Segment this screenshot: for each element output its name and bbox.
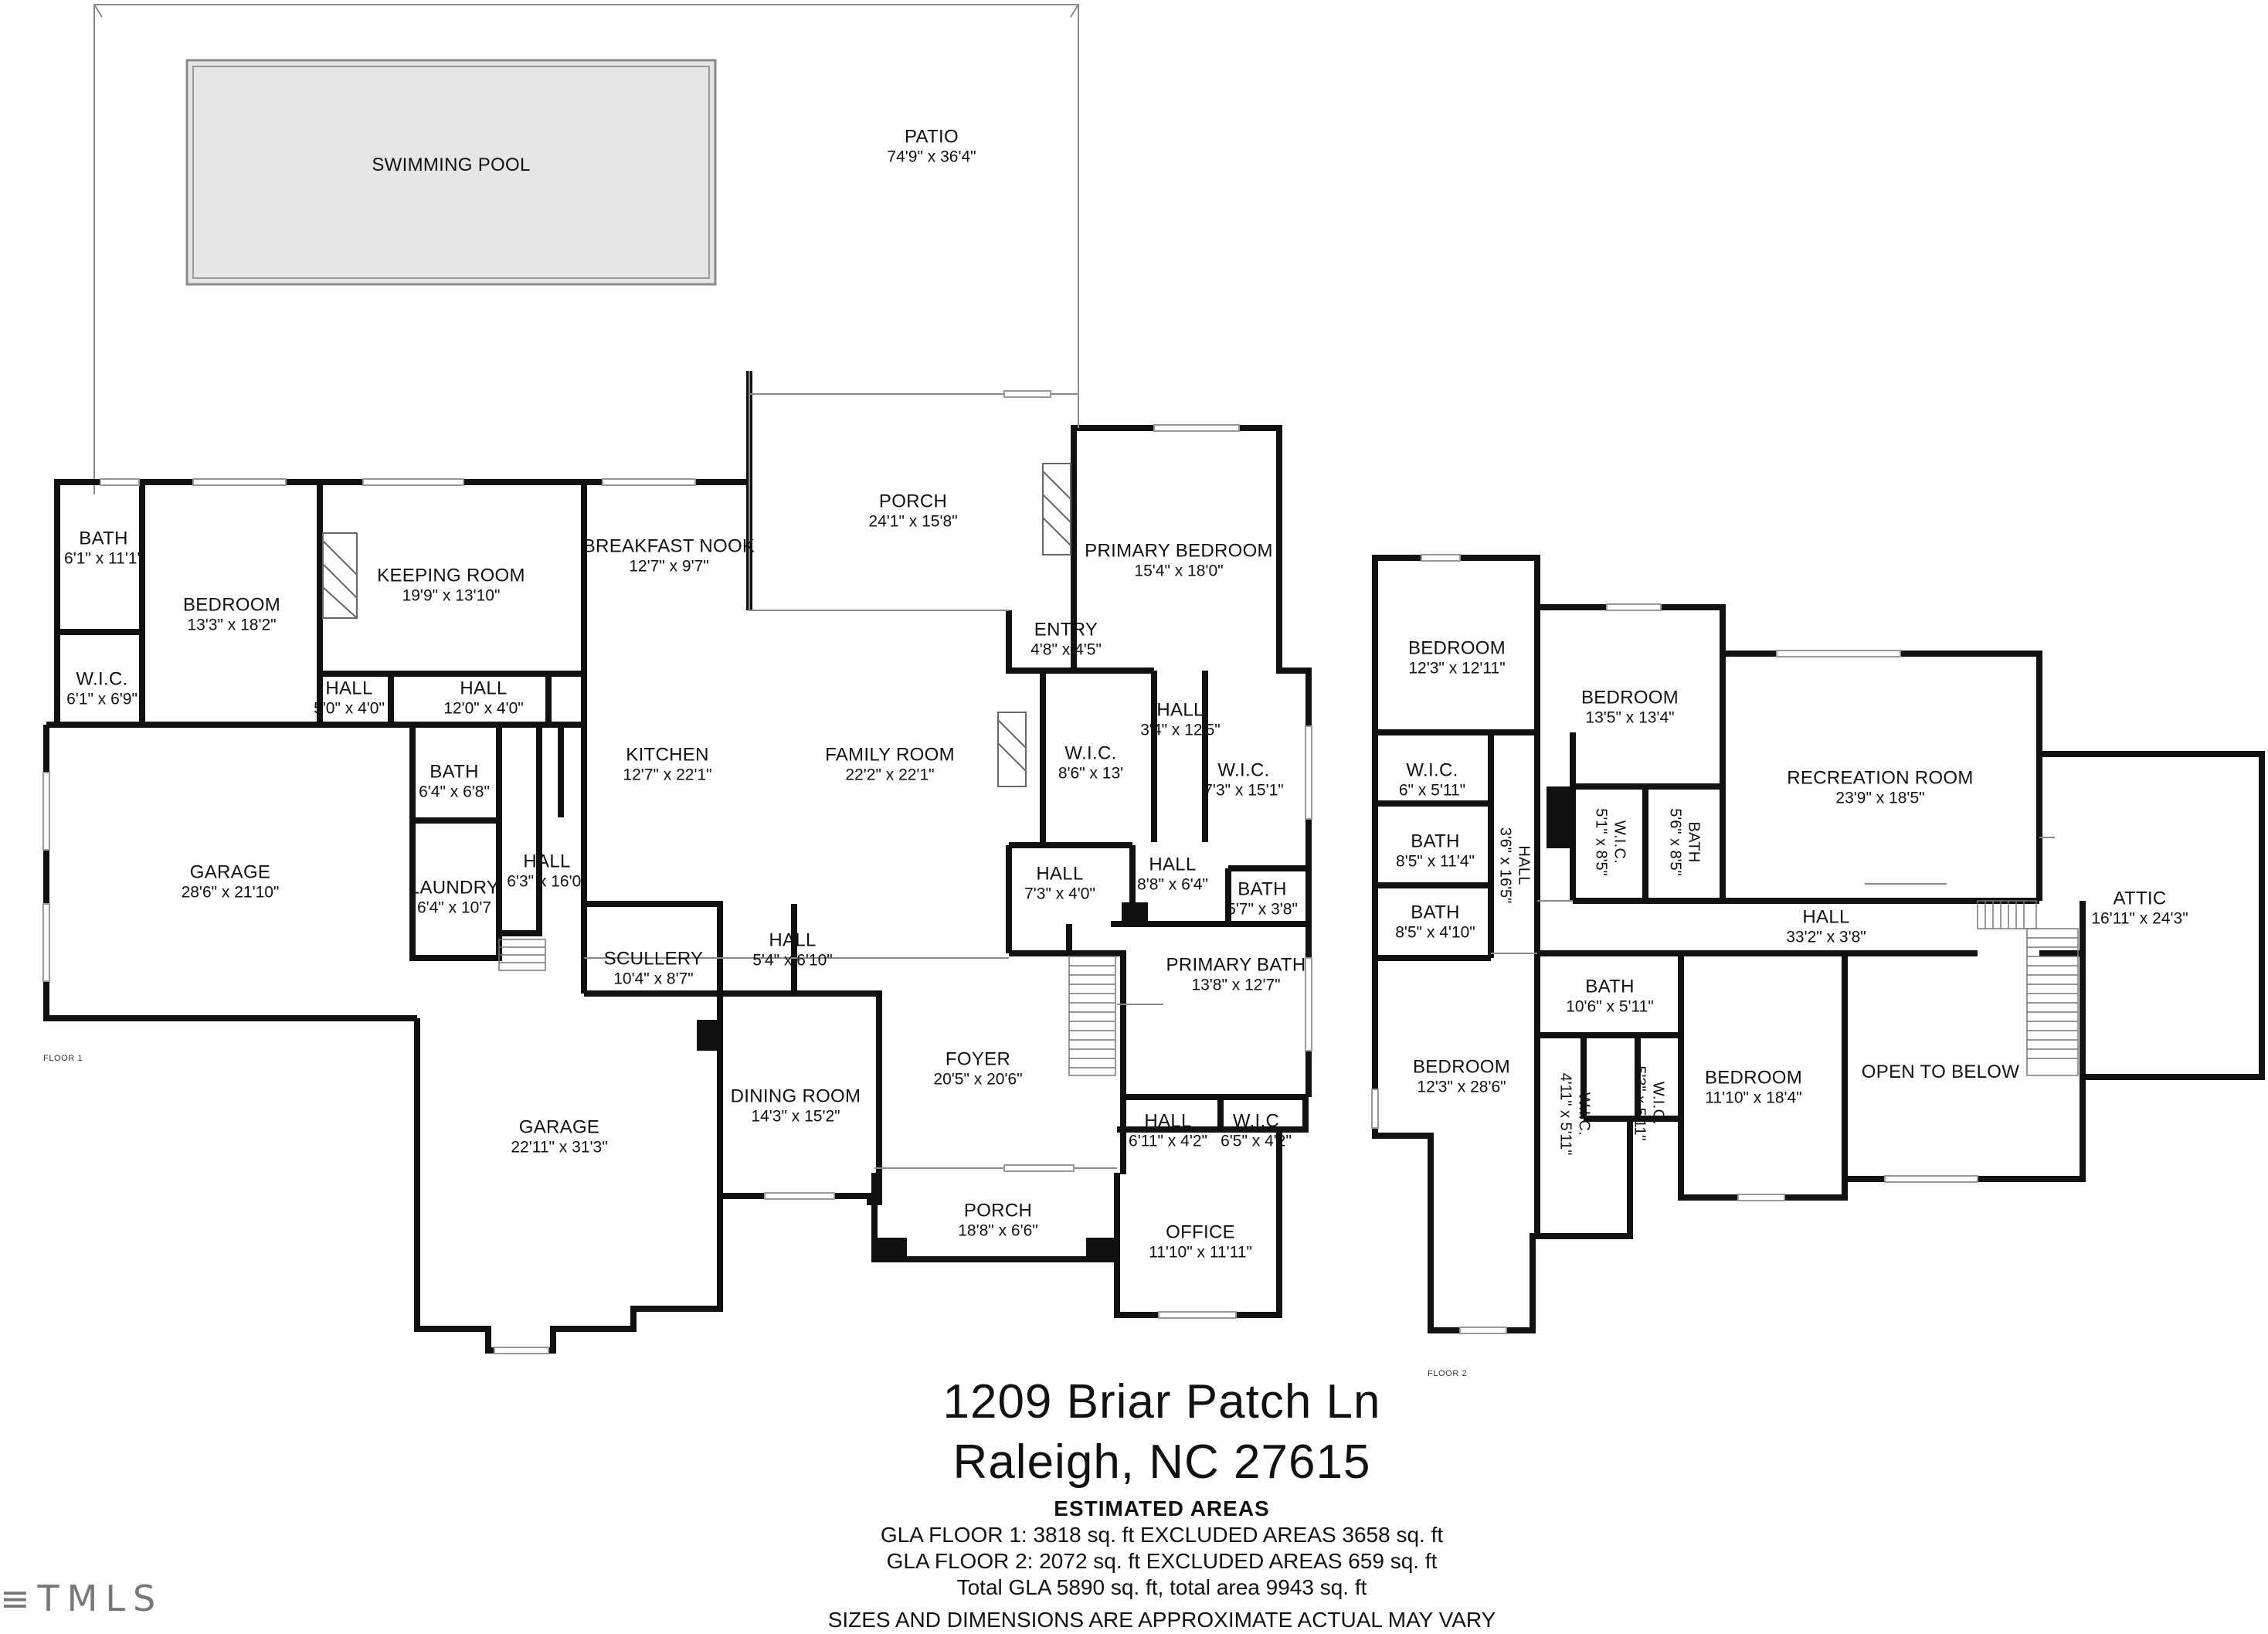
room2-wic-3: W.I.C.4'11" x 5'11"	[1557, 1072, 1593, 1156]
room2-wic-4: W.I.C.5'3" x 5'11"	[1631, 1065, 1667, 1141]
room2-wic-1: W.I.C.6" x 5'11"	[1398, 759, 1466, 800]
floor1-tag: FLOOR 1	[43, 1054, 83, 1063]
floor2-windows	[1371, 554, 1978, 1334]
floor2-thin-walls	[1491, 837, 2055, 954]
floor2-stairs	[1977, 900, 2079, 1076]
mls-logo: ≡TMLS	[0, 1578, 164, 1619]
room2-open-to-below: OPEN TO BELOW	[1861, 1061, 2020, 1082]
areas-floor1: GLA FLOOR 1: 3818 sq. ft EXCLUDED AREAS …	[880, 1523, 1444, 1547]
room-wic-2: W.I.C.8'6" x 13'	[1058, 742, 1124, 783]
areas-disclaimer: SIZES AND DIMENSIONS ARE APPROXIMATE ACT…	[827, 1608, 1496, 1632]
windows	[42, 390, 1312, 1354]
address-line1: 1209 Briar Patch Ln	[942, 1375, 1381, 1428]
floor2-tag: FLOOR 2	[1428, 1369, 1468, 1378]
areas-floor2: GLA FLOOR 2: 2072 sq. ft EXCLUDED AREAS …	[886, 1549, 1438, 1573]
patio-outline	[93, 4, 1079, 494]
estimated-areas: ESTIMATED AREAS GLA FLOOR 1: 3818 sq. ft…	[776, 1496, 1548, 1633]
floor1-stairs	[498, 939, 1116, 1076]
floor1-walls	[43, 371, 1312, 1354]
room-wic-1: W.I.C.6'1" x 6'9"	[66, 668, 138, 708]
areas-heading: ESTIMATED AREAS	[1054, 1496, 1270, 1520]
fireplaces	[322, 463, 1071, 787]
room2-wic-2: W.I.C.5'1" x 8'5"	[1593, 808, 1628, 876]
areas-total: Total GLA 5890 sq. ft, total area 9943 s…	[956, 1575, 1367, 1599]
address-line2: Raleigh, NC 27615	[952, 1435, 1371, 1489]
room-wic-3: W.I.C.7'3" x 15'1"	[1204, 759, 1284, 800]
swimming-pool	[185, 59, 717, 286]
room-swimming-pool: SWIMMING POOL	[372, 154, 531, 175]
